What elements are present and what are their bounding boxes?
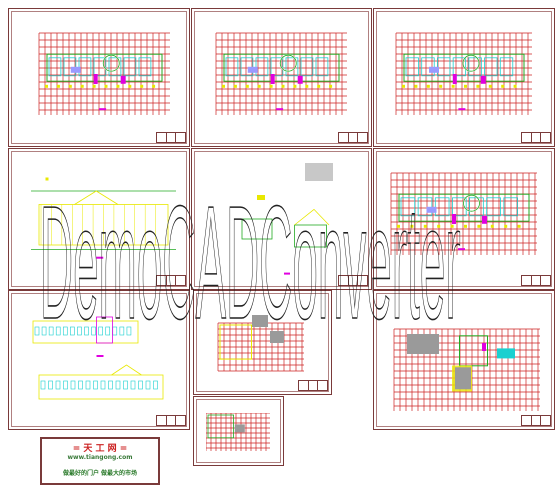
drawing-sheet-floor-plan-1[interactable]	[8, 8, 190, 147]
title-block	[338, 132, 368, 143]
sheet-border	[376, 11, 552, 144]
title-block	[298, 380, 328, 391]
logo-url: www.tiangong.com	[67, 454, 133, 461]
floor-plan-drawing	[215, 32, 347, 115]
sheet-border	[11, 11, 187, 144]
drawing-sheet-elevation[interactable]	[8, 148, 190, 290]
title-block	[338, 275, 368, 286]
sheet-border	[194, 151, 369, 287]
facade-drawing	[32, 316, 164, 400]
drawing-sheet-sections[interactable]	[191, 148, 372, 290]
title-block	[156, 132, 186, 143]
floor-plan-drawing	[395, 32, 532, 115]
sheet-border	[194, 11, 369, 144]
small-plan-drawing	[206, 413, 270, 451]
sheet-border	[196, 399, 281, 463]
floor-plan-drawing	[38, 32, 170, 115]
floor-plan-drawing	[390, 172, 537, 255]
site-plan-drawing	[393, 328, 540, 411]
title-block	[521, 415, 551, 426]
section-details-drawing	[241, 163, 333, 275]
elevation-drawing	[31, 177, 176, 259]
sheet-border	[376, 151, 552, 287]
sheet-border	[11, 293, 187, 427]
drawing-sheet-floor-plan-2[interactable]	[191, 8, 372, 147]
drawing-sheet-roof-plan[interactable]	[373, 148, 555, 290]
sheet-border	[376, 293, 552, 427]
title-block	[156, 415, 186, 426]
logo-title: = 天 工 网 =	[72, 444, 128, 454]
drawing-sheet-site-plan[interactable]	[373, 290, 555, 430]
detail-plan-drawing	[217, 315, 304, 372]
drawing-sheet-detail-plan[interactable]	[193, 290, 332, 395]
drawing-sheet-facades[interactable]	[8, 290, 190, 430]
sheet-border	[11, 151, 187, 287]
drawing-sheet-floor-plan-3[interactable]	[373, 8, 555, 147]
title-block	[521, 132, 551, 143]
sheet-border	[196, 293, 329, 392]
logo-slogan: 做最好的门户 做最大的市场	[62, 470, 138, 477]
title-block	[156, 275, 186, 286]
drawing-sheet-small-plan[interactable]	[193, 396, 284, 466]
publisher-logo: = 天 工 网 = www.tiangong.com 做最好的门户 做最大的市场	[40, 437, 160, 485]
title-block	[521, 275, 551, 286]
